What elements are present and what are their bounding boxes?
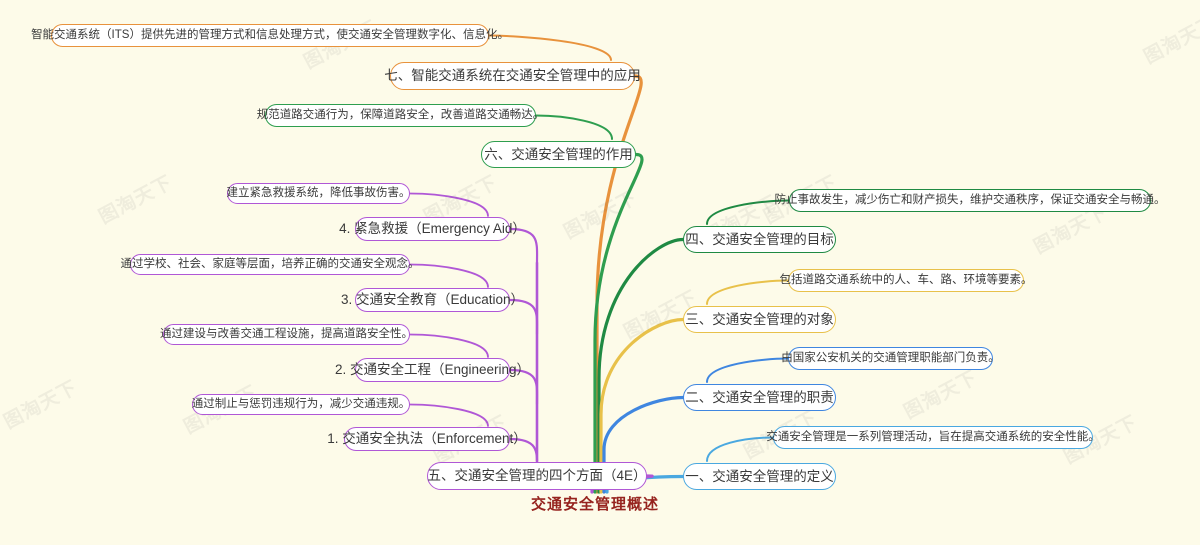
branch-4[interactable]: 四、交通安全管理的目标 (683, 226, 836, 253)
sub-4e-1[interactable]: 1. 交通安全执法（Enforcement） (327, 427, 527, 451)
connector (409, 333, 489, 358)
connector (535, 114, 613, 140)
connector (706, 436, 774, 462)
branch-3[interactable]: 三、交通安全管理的对象 (683, 306, 836, 333)
sub-4e-1-leaf-0[interactable]: 通过制止与惩罚违规行为，减少交通违规。 (192, 394, 410, 415)
connector (706, 357, 789, 383)
branch-6-leaf-0[interactable]: 规范道路交通行为，保障道路安全，改善道路交通畅达。 (257, 104, 544, 127)
connector (595, 74, 643, 494)
connector (488, 34, 612, 61)
connector (706, 279, 789, 305)
root-node[interactable]: 交通安全管理概述 (530, 495, 659, 513)
branch-7-leaf-0[interactable]: 智能交通系统（ITS）提供先进的管理方式和信息处理方式，使交通安全管理数字化、信… (31, 24, 509, 47)
sub-4e-2-leaf-0[interactable]: 通过建设与改善交通工程设施，提高道路安全性。 (160, 324, 413, 345)
branch-1[interactable]: 一、交通安全管理的定义 (683, 463, 836, 490)
connector (409, 263, 489, 288)
connector (706, 199, 790, 225)
sub-4e-4-leaf-0[interactable]: 建立紧急救援系统，降低事故伤害。 (227, 183, 411, 204)
connector (599, 317, 685, 494)
branch-4-leaf-0[interactable]: 防止事故发生，减少伤亡和财产损失，维护交通秩序，保证交通安全与畅通。 (775, 189, 1166, 212)
branch-5[interactable]: 五、交通安全管理的四个方面（4E） (427, 462, 647, 490)
sub-4e-2[interactable]: 2. 交通安全工程（Engineering） (335, 358, 530, 382)
branch-1-leaf-0[interactable]: 交通安全管理是一系列管理活动，旨在提高交通系统的安全性能。 (766, 426, 1100, 449)
connector (409, 192, 489, 217)
connector (602, 395, 685, 494)
connector (593, 152, 644, 494)
branch-3-leaf-0[interactable]: 包括道路交通系统中的人、车、路、环境等要素。 (780, 269, 1033, 292)
sub-4e-4[interactable]: 4. 紧急救援（Emergency Aid） (339, 217, 526, 241)
connector (409, 403, 489, 427)
branch-2-leaf-0[interactable]: 由国家公安机关的交通管理职能部门负责。 (781, 347, 1000, 370)
sub-4e-3-leaf-0[interactable]: 通过学校、社会、家庭等层面，培养正确的交通安全观念。 (121, 254, 420, 275)
connector (597, 237, 685, 494)
branch-7[interactable]: 七、智能交通系统在交通安全管理中的应用 (384, 62, 641, 90)
sub-4e-3[interactable]: 3. 交通安全教育（Education） (341, 288, 524, 312)
branch-6[interactable]: 六、交通安全管理的作用 (481, 141, 636, 168)
branch-2[interactable]: 二、交通安全管理的职责 (683, 384, 836, 411)
connector (508, 227, 539, 265)
